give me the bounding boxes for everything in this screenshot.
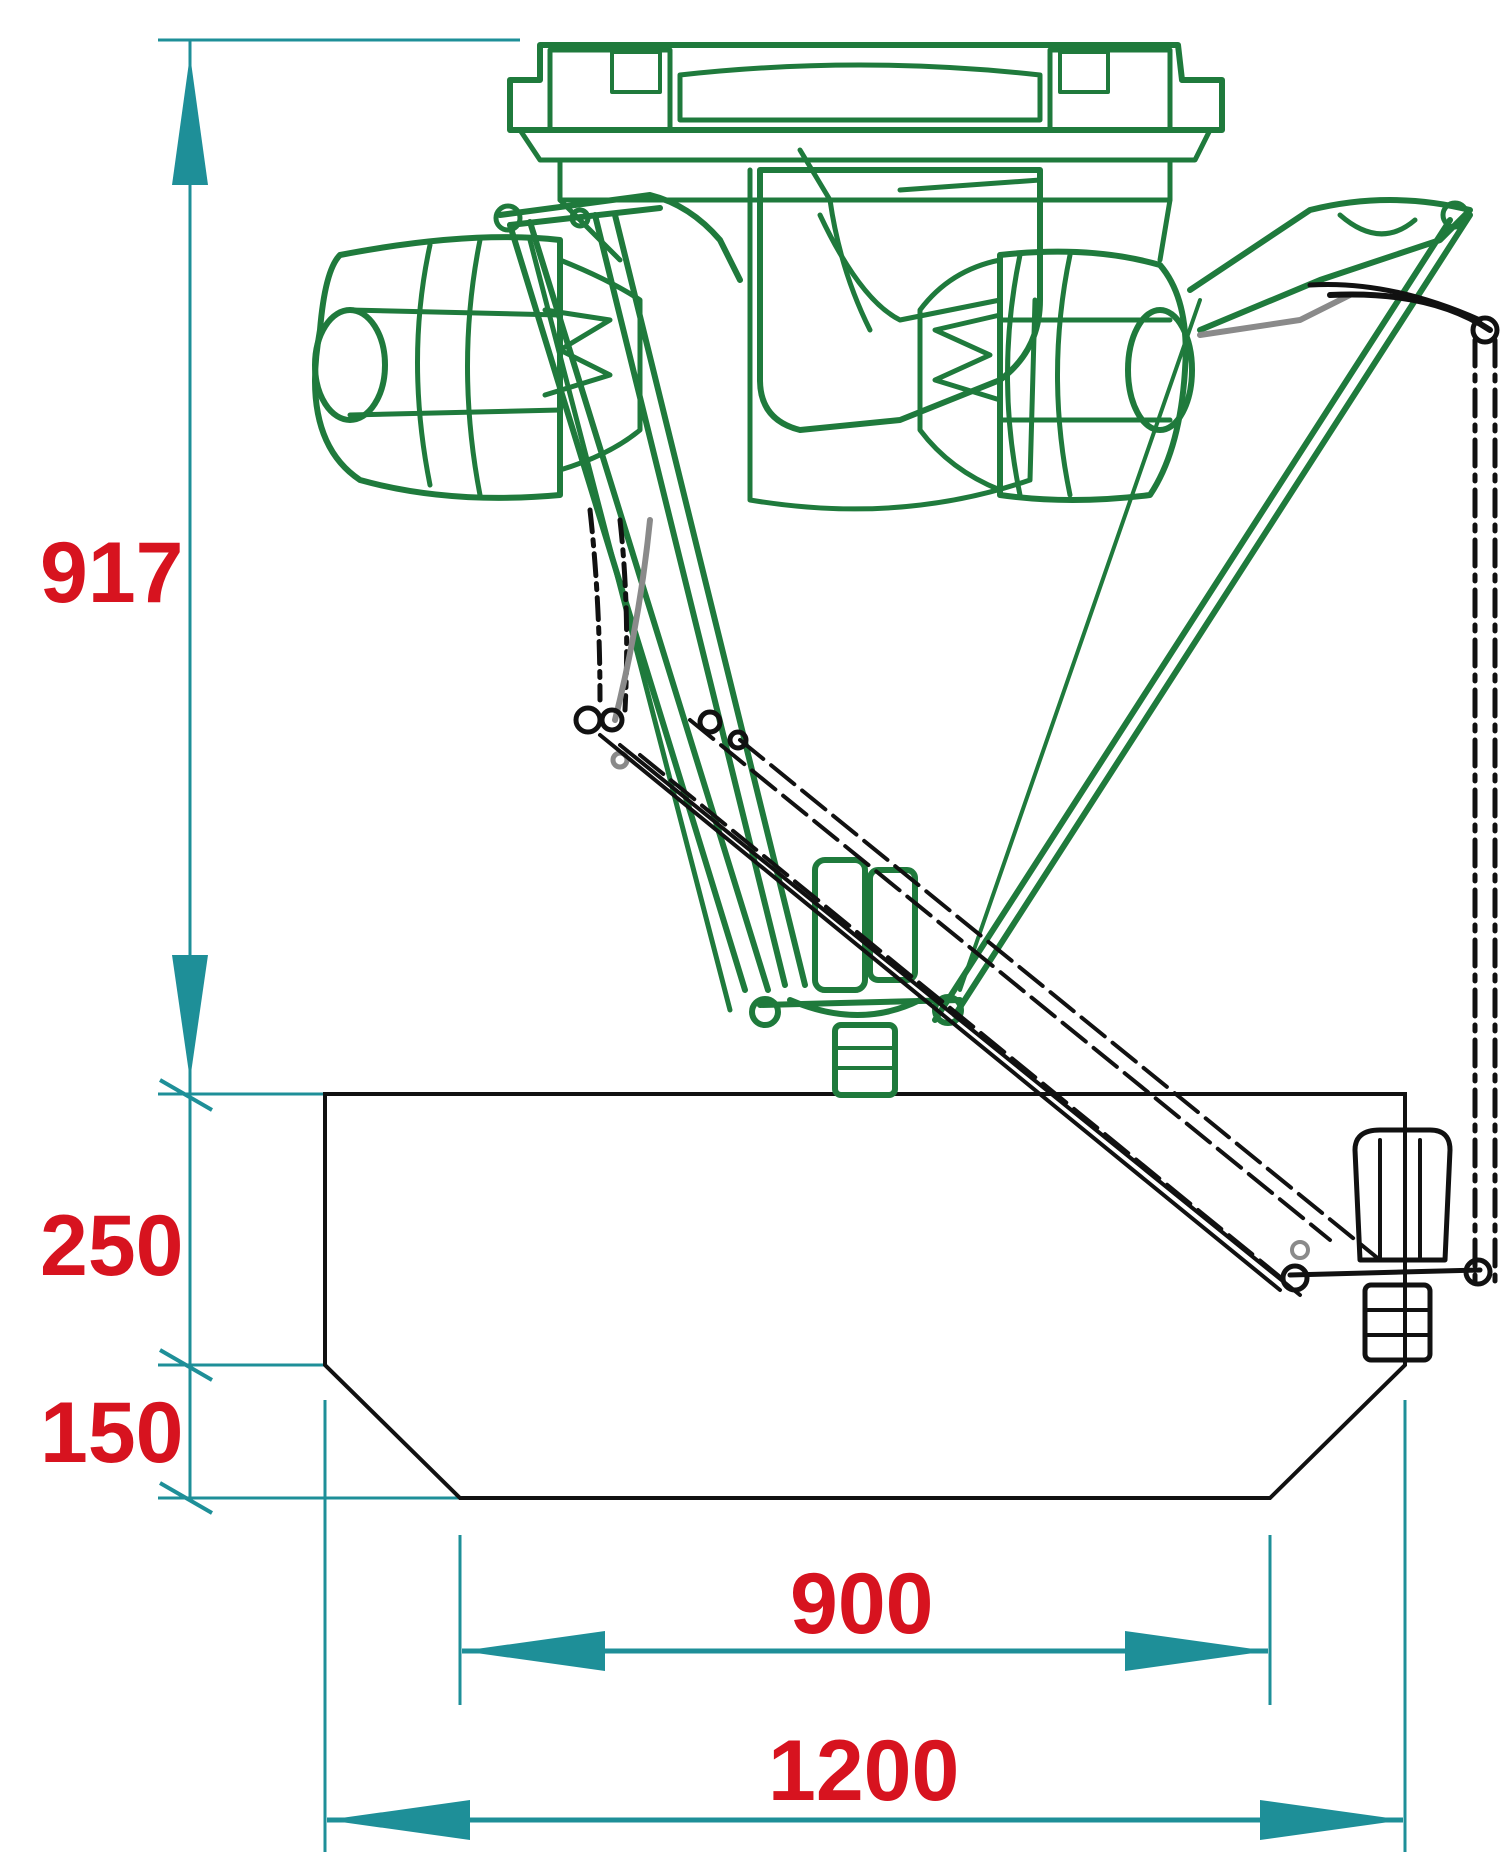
- arrow-down-917: [172, 955, 208, 1080]
- dim-label-1200: 1200: [768, 1723, 959, 1819]
- dim-label-150: 150: [40, 1385, 184, 1481]
- arrow-left-900: [462, 1631, 605, 1671]
- vertical-reach-arm: [1197, 281, 1500, 1293]
- reach-end-effector: [1280, 1127, 1493, 1363]
- left-motor: [312, 234, 643, 501]
- arrow-up-917: [172, 55, 208, 185]
- robot-center-housing: [747, 147, 1043, 512]
- robot-base-frame: [507, 42, 1225, 263]
- right-motor: [917, 248, 1195, 503]
- dim-label-917: 917: [40, 525, 184, 621]
- workspace-envelope: [323, 1092, 1407, 1500]
- dim-label-250: 250: [40, 1198, 184, 1294]
- upper-arm-left: [493, 192, 743, 283]
- dim-label-900: 900: [790, 1556, 934, 1652]
- arrow-right-900: [1125, 1631, 1268, 1671]
- arrow-left-1200: [327, 1800, 470, 1840]
- alternate-pose-arm: [573, 507, 1382, 1297]
- vertical-dimension-lines: [158, 38, 520, 1515]
- upper-arm-right: [1187, 197, 1473, 333]
- parallel-rods-right: [932, 212, 1473, 1023]
- arrow-right-1200: [1260, 1800, 1403, 1840]
- horizontal-dimension-lines: [323, 1400, 1407, 1852]
